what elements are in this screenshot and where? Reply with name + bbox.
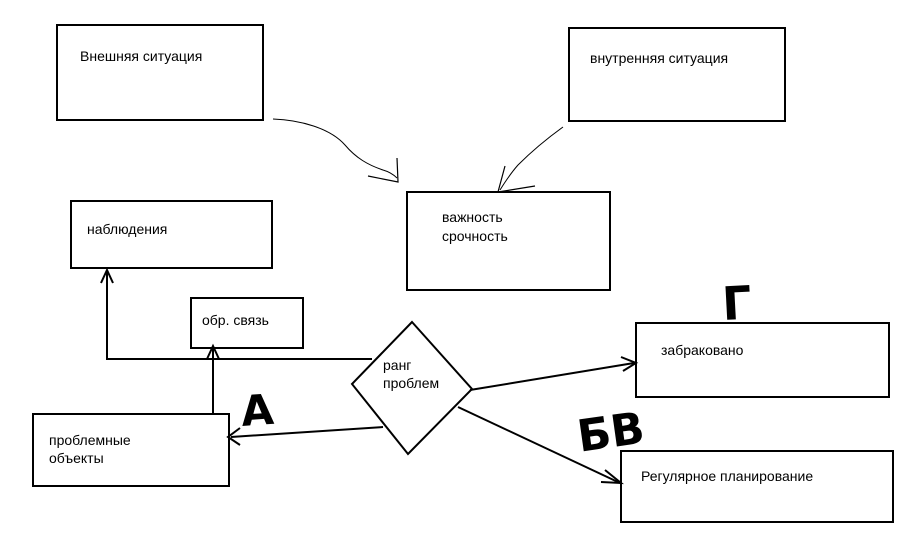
arrowhead-objects bbox=[226, 427, 241, 446]
problem-rank-diamond bbox=[350, 320, 474, 456]
urgency-label: срочность bbox=[442, 228, 508, 244]
importance-label: важность bbox=[442, 209, 503, 225]
handwritten-mark-a: А bbox=[239, 385, 275, 436]
observations-box bbox=[70, 200, 273, 269]
connector-rank-to-objects bbox=[230, 426, 384, 438]
internal-situation-label: внутренняя ситуация bbox=[590, 50, 729, 66]
rejected-label: забраковано bbox=[661, 342, 744, 358]
arrowhead-feedback bbox=[206, 343, 220, 360]
observations-label: наблюдения bbox=[87, 221, 168, 237]
problem-rank-label-line1: ранг bbox=[383, 357, 412, 373]
connector-rank-to-rejected bbox=[469, 362, 635, 391]
external-situation-label: Внешняя ситуация bbox=[80, 48, 203, 64]
importance-urgency-box bbox=[406, 191, 611, 291]
arrowhead-planning bbox=[600, 469, 625, 485]
external-situation-box bbox=[56, 24, 264, 121]
problem-rank-label-line2: проблем bbox=[383, 375, 440, 391]
arrowhead-rejected bbox=[620, 356, 639, 372]
regular-planning-box bbox=[620, 450, 894, 523]
connector-rank-to-planning bbox=[457, 406, 621, 484]
handwritten-mark-bv: БВ bbox=[574, 403, 648, 463]
arrow-internal-to-importance bbox=[499, 126, 564, 191]
arrowhead-observations bbox=[100, 267, 114, 284]
problem-objects-label-line2: объекты bbox=[49, 450, 104, 466]
problem-objects-label-line1: проблемные bbox=[49, 432, 131, 448]
rejected-box bbox=[635, 322, 890, 398]
handwritten-mark-g: Г bbox=[721, 276, 753, 331]
arrow-external-to-importance bbox=[272, 118, 398, 179]
arrow-external-to-importance-head bbox=[367, 157, 399, 183]
internal-situation-box bbox=[568, 27, 786, 122]
feedback-label: обр. связь bbox=[202, 312, 269, 328]
arrow-internal-to-importance-head bbox=[497, 165, 536, 193]
connector-rank-to-observations bbox=[106, 272, 372, 360]
problem-objects-box bbox=[32, 413, 230, 487]
regular-planning-label: Регулярное планирование bbox=[641, 468, 814, 484]
feedback-box bbox=[190, 297, 304, 349]
